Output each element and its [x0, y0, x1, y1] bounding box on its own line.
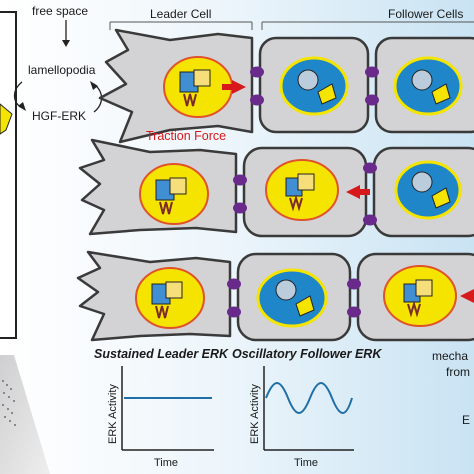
sustained-erk-plot: ERK Activity Time: [107, 366, 214, 469]
y-axis-label: ERK Activity: [107, 384, 119, 444]
junction: [233, 174, 247, 186]
x-axis-label: Time: [294, 457, 318, 469]
oscillatory-trace: [265, 382, 353, 414]
traction-force-arrow: [222, 80, 246, 94]
x-axis-label: Time: [154, 457, 178, 469]
junction: [250, 94, 264, 106]
feedback-arrowhead-right: [90, 81, 98, 90]
row-2: [78, 138, 474, 238]
junction: [365, 94, 379, 106]
junction: [363, 214, 377, 226]
sustained-leader-erk-title: Sustained Leader ERK: [94, 347, 229, 361]
free-space-label: free space: [32, 4, 88, 18]
junction: [227, 306, 241, 318]
junction: [347, 306, 361, 318]
traction-force-arrow: [460, 289, 474, 303]
feedback-arrowhead-left: [18, 102, 26, 111]
e-partial-label: E: [462, 413, 470, 427]
junction: [347, 278, 361, 290]
left-cropped-panel: [0, 11, 50, 474]
row-1: [98, 28, 474, 144]
junction: [250, 66, 264, 78]
y-axis-label: ERK Activity: [249, 384, 261, 444]
follower-cells-label: Follower Cells: [388, 7, 463, 21]
down-arrowhead: [62, 40, 70, 47]
traction-force-label: Traction Force: [146, 129, 226, 143]
oscillatory-erk-plot: ERK Activity Time: [249, 366, 354, 469]
hgf-erk-label: HGF-ERK: [32, 109, 86, 123]
junction: [233, 202, 247, 214]
traction-force-arrow: [346, 185, 370, 199]
oscillatory-follower-erk-title: Oscillatory Follower ERK: [232, 347, 382, 361]
row-3: [76, 250, 474, 342]
junction: [365, 66, 379, 78]
leader-cell-label: Leader Cell: [150, 7, 211, 21]
mechanical-partial-label: mecha: [432, 349, 468, 363]
junction: [227, 278, 241, 290]
lamellopodia-label: lamellopodia: [28, 63, 96, 77]
junction: [363, 162, 377, 174]
from-partial-label: from: [446, 365, 470, 379]
